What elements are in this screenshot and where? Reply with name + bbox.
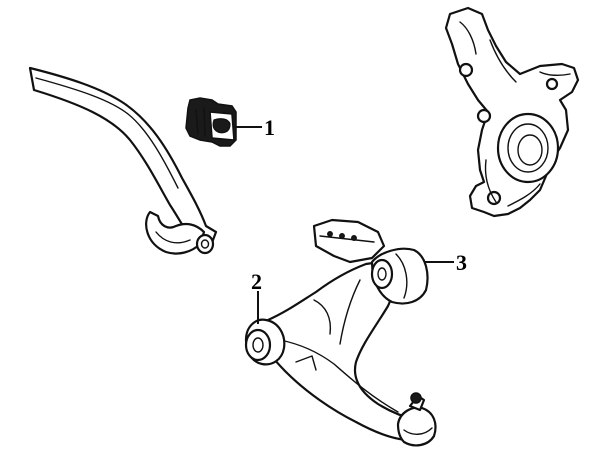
steering-knuckle (444, 6, 580, 218)
stabilizer-bushing (185, 97, 237, 147)
callout-2-label: 2 (251, 269, 262, 294)
callout-1: 1 (234, 115, 275, 140)
lower-control-arm (244, 218, 437, 447)
callout-1-label: 1 (264, 115, 275, 140)
callout-3: 3 (424, 250, 467, 275)
stabilizer-bar (28, 66, 218, 255)
callout-3-label: 3 (456, 250, 467, 275)
callout-2: 2 (251, 269, 262, 324)
